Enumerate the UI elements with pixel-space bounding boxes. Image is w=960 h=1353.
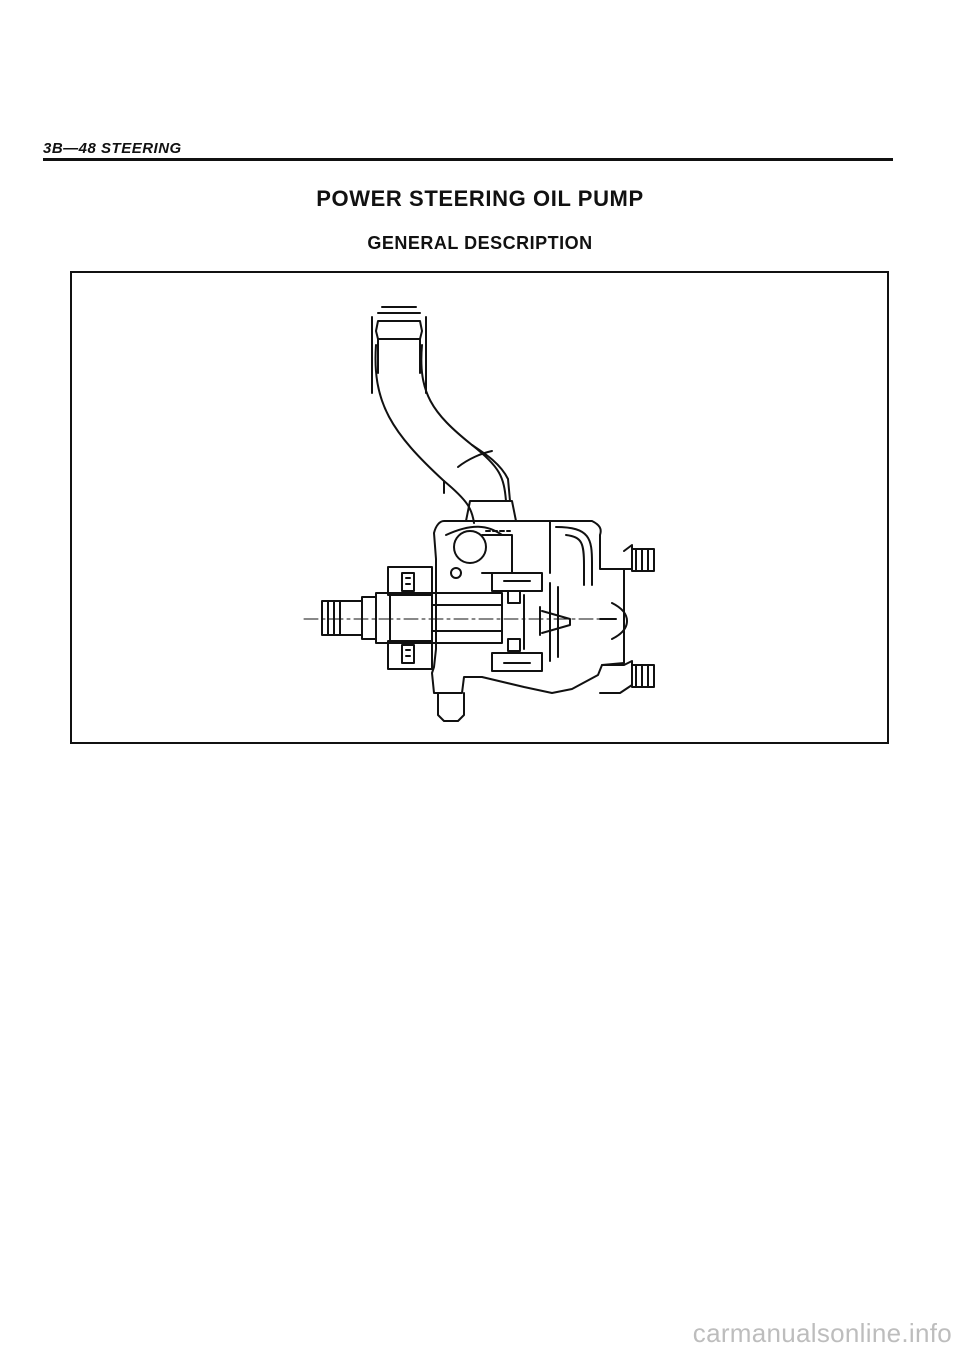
rotor-assembly (491, 572, 571, 672)
shaft-bearings (387, 566, 433, 670)
drive-shaft (303, 592, 603, 644)
section-label: 3B—48 STEERING (43, 140, 182, 157)
suction-fitting (371, 306, 427, 394)
outlet-fittings (599, 544, 655, 694)
figure-frame (70, 271, 889, 744)
page-subtitle: GENERAL DESCRIPTION (367, 233, 593, 253)
pump-housing (431, 520, 625, 694)
page-title: POWER STEERING OIL PUMP (316, 186, 644, 211)
page-header: 3B—48 STEERING (43, 138, 893, 162)
watermark: carmanualsonline.info (692, 1318, 952, 1348)
mounting-boss (437, 692, 465, 722)
header-rule (43, 158, 893, 161)
suction-pipe (374, 344, 517, 524)
pump-illustration (303, 306, 655, 722)
